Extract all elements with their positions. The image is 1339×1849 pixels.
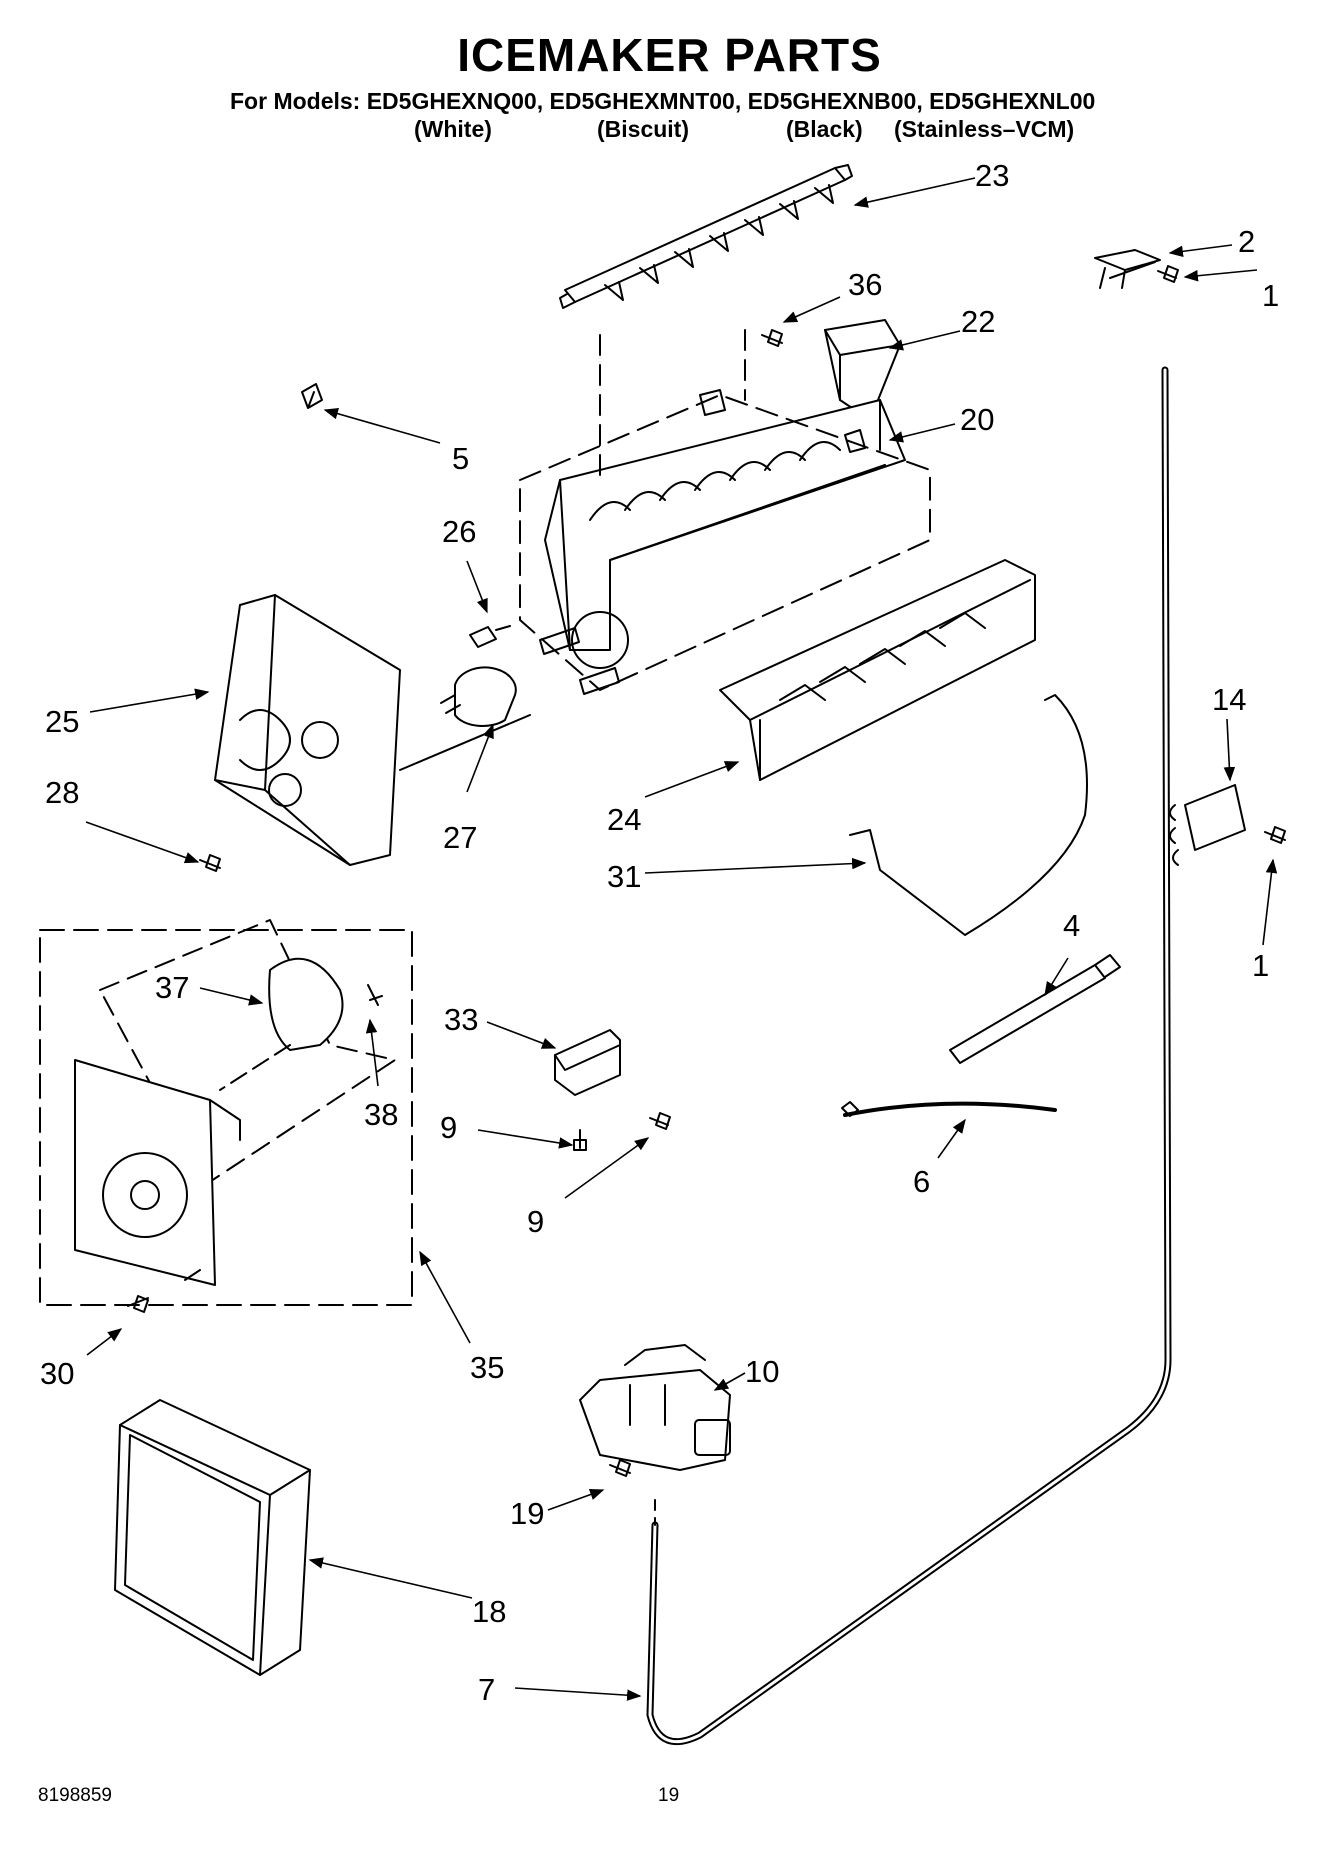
- callout-10: 10: [745, 1354, 779, 1389]
- page-title: ICEMAKER PARTS: [457, 29, 882, 81]
- variant-black: (Black): [786, 116, 863, 142]
- bracket-part: [1094, 249, 1161, 289]
- water-tube-outer: [646, 366, 1172, 1746]
- callout-1-lower: 1: [1252, 948, 1269, 983]
- callout-24: 24: [607, 802, 641, 837]
- callout-6: 6: [913, 1164, 930, 1199]
- heater-end: [841, 1101, 859, 1117]
- callout-30: 30: [40, 1356, 74, 1391]
- callout-25: 25: [45, 704, 79, 739]
- clip-part: [301, 383, 323, 409]
- callout-18: 18: [472, 1594, 506, 1629]
- heater-part: [843, 1101, 1057, 1117]
- stripper-part: [719, 559, 1036, 781]
- callout-19: 19: [510, 1496, 544, 1531]
- switch-part: [554, 1029, 621, 1096]
- leader-lines: [85, 177, 1278, 1701]
- callout-9b: 9: [527, 1204, 544, 1239]
- callout-4: 4: [1063, 908, 1080, 943]
- callout-33: 33: [444, 1002, 478, 1037]
- callout-35: 35: [470, 1350, 504, 1385]
- water-valve-part: [579, 1344, 731, 1526]
- ice-mold-part: [539, 389, 906, 695]
- control-housing-part: [214, 594, 531, 866]
- water-tube-inner: [648, 368, 1170, 1744]
- callout-labels: 23 2 1 36 22 5 20 26 25 28 27 24 31 14 4…: [40, 158, 1279, 1707]
- callout-23: 23: [975, 158, 1009, 193]
- callout-38: 38: [364, 1097, 398, 1132]
- motor-part: [219, 957, 344, 1091]
- variant-biscuit: (Biscuit): [597, 116, 689, 142]
- callout-7: 7: [478, 1672, 495, 1707]
- thermostat-part: [469, 625, 511, 648]
- models-line: For Models: ED5GHEXNQ00, ED5GHEXMNT00, E…: [230, 88, 1096, 114]
- fuse-part: [440, 666, 517, 727]
- callout-2: 2: [1238, 224, 1255, 259]
- callout-9: 9: [440, 1110, 457, 1145]
- variant-white: (White): [414, 116, 492, 142]
- callout-14: 14: [1212, 682, 1246, 717]
- tube-clamp-part: [1169, 784, 1246, 866]
- callout-36: 36: [848, 267, 882, 302]
- page-number: 19: [658, 1785, 680, 1806]
- callout-26: 26: [442, 514, 476, 549]
- callout-28: 28: [45, 775, 79, 810]
- panel-part: [114, 1399, 311, 1676]
- control-module-part: [74, 1059, 241, 1286]
- module-inner-outline: [99, 919, 396, 1186]
- callout-5: 5: [452, 441, 469, 476]
- callout-22: 22: [961, 304, 995, 339]
- ejector-shaft-part: [559, 164, 853, 309]
- callout-1: 1: [1262, 278, 1279, 313]
- bin-cover-part: [824, 319, 901, 421]
- mold-assembly-outline: [519, 394, 931, 691]
- fill-tube-part: [949, 954, 1121, 1064]
- module-assembly-outline: [39, 929, 413, 1306]
- variant-stainless: (Stainless–VCM): [894, 116, 1075, 142]
- document-number: 8198859: [38, 1785, 112, 1806]
- callout-27: 27: [443, 820, 477, 855]
- callout-20: 20: [960, 402, 994, 437]
- callout-37: 37: [155, 970, 189, 1005]
- callout-31: 31: [607, 859, 641, 894]
- shutoff-arm-part: [849, 694, 1088, 936]
